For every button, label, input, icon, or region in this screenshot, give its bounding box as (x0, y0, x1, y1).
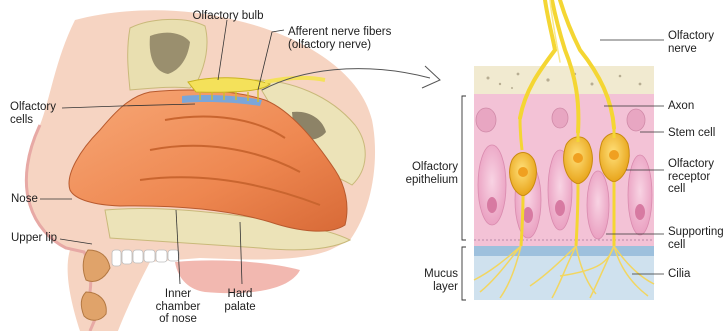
label-hard-palate: Hard palate (215, 288, 265, 313)
epithelium-section (462, 0, 664, 300)
mucus-top-band (474, 246, 654, 256)
label-afferent-nerve-fibers: Afferent nerve fibers (olfactory nerve) (288, 26, 408, 51)
label-inner-chamber: Inner chamber of nose (148, 288, 208, 326)
label-olfactory-nerve: Olfactory nerve (668, 30, 724, 55)
label-cilia: Cilia (668, 268, 724, 281)
cribriform-plate (474, 66, 654, 94)
label-olfactory-epithelium: Olfactory epithelium (398, 161, 458, 186)
label-mucus-layer: Mucus layer (408, 268, 458, 293)
nasal-section (25, 10, 440, 331)
label-olfactory-cells: Olfactory cells (10, 101, 70, 126)
label-axon: Axon (668, 100, 724, 113)
label-olfactory-receptor-cell: Olfactory receptor cell (668, 158, 724, 196)
label-olfactory-bulb: Olfactory bulb (178, 10, 278, 23)
epithelium-bracket (462, 96, 466, 300)
label-nose: Nose (11, 193, 51, 206)
label-upper-lip: Upper lip (11, 232, 71, 245)
label-stem-cell: Stem cell (668, 127, 724, 140)
label-supporting-cell: Supporting cell (668, 226, 726, 251)
